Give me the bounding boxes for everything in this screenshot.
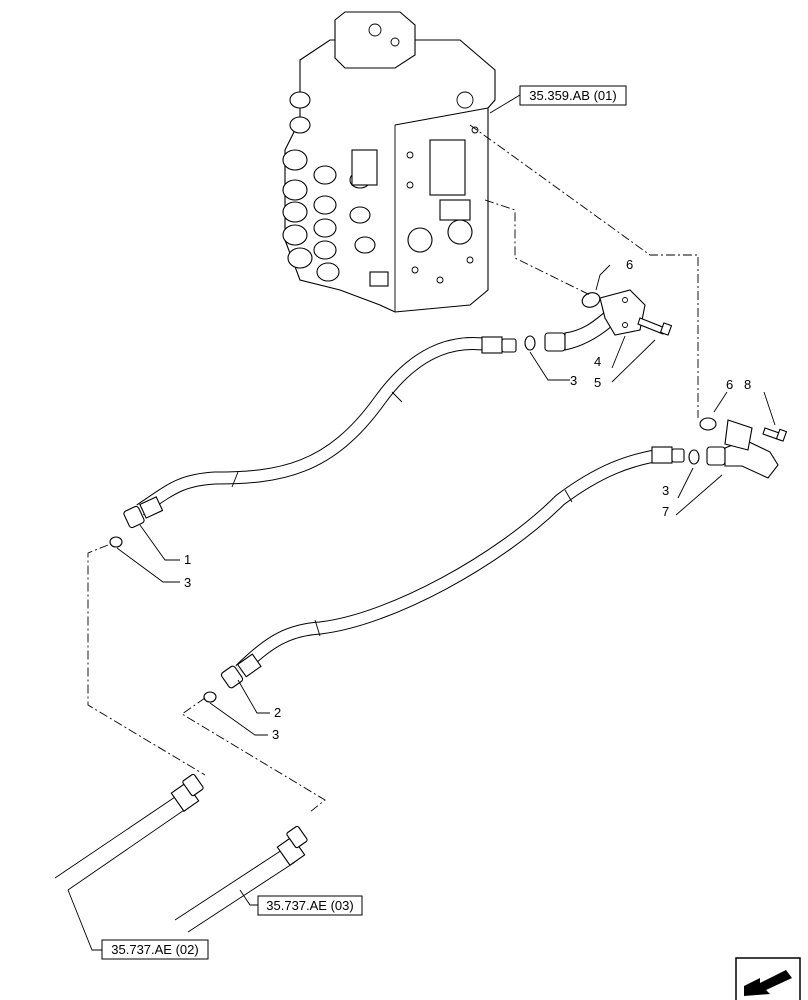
bolt-8 <box>762 427 788 442</box>
next-page-arrow-icon[interactable] <box>735 957 801 1000</box>
callout-4: 4 <box>594 354 601 369</box>
callout-6-right: 6 <box>726 377 733 392</box>
hose-2 <box>220 446 685 689</box>
tube-assembly-03 <box>174 825 308 933</box>
ref-valve-box[interactable]: 35.359.AB (01) <box>519 85 627 106</box>
fitting-4 <box>544 289 646 352</box>
callout-3-lower: 3 <box>272 727 279 742</box>
ref-pipe-b-box[interactable]: 35.737.AE (03) <box>257 895 363 916</box>
o-ring-6 <box>699 417 717 431</box>
callout-7: 7 <box>662 504 669 519</box>
callout-5: 5 <box>594 375 601 390</box>
callout-8: 8 <box>744 377 751 392</box>
ref-pipe-a-box[interactable]: 35.737.AE (02) <box>101 939 209 960</box>
callout-3-upper: 3 <box>570 373 577 388</box>
o-ring <box>688 449 700 465</box>
ref-valve-label: 35.359.AB (01) <box>529 88 616 103</box>
bolt-5 <box>637 317 673 336</box>
o-ring <box>203 691 217 703</box>
ref-pipe-b-label: 35.737.AE (03) <box>266 898 353 913</box>
ref-pipe-a-label: 35.737.AE (02) <box>111 942 198 957</box>
callout-1: 1 <box>184 552 191 567</box>
flow-lines <box>87 124 699 813</box>
hose-1 <box>123 336 517 529</box>
control-valve-assembly <box>282 11 496 313</box>
fitting-7 <box>699 417 779 479</box>
o-ring-6 <box>581 292 601 308</box>
callout-3-right: 3 <box>662 483 669 498</box>
o-ring <box>524 335 536 351</box>
o-ring <box>109 536 123 548</box>
callout-6-upper: 6 <box>626 257 633 272</box>
tube-assembly-02 <box>54 773 204 891</box>
callout-numbers: 6 3 4 5 6 8 3 7 1 3 2 3 <box>184 257 751 742</box>
callout-leaders <box>67 94 776 951</box>
callout-2: 2 <box>274 705 281 720</box>
callout-3-left: 3 <box>184 575 191 590</box>
